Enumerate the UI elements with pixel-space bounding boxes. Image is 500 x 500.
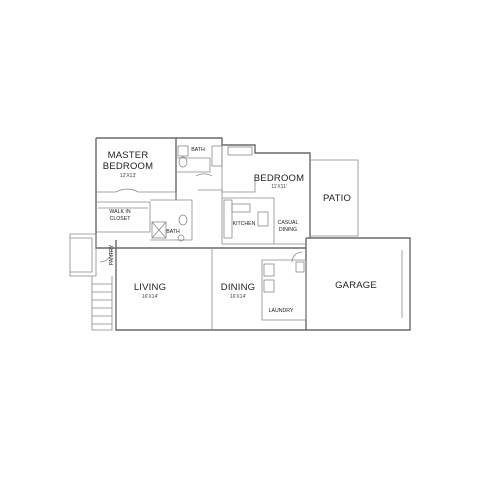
garage-label: GARAGE xyxy=(335,280,377,291)
bath-top-label: BATH xyxy=(191,147,205,153)
exterior-walls xyxy=(69,137,411,331)
interior-walls xyxy=(96,145,307,330)
living-dimensions: 16'X14' xyxy=(142,294,158,300)
bath-lower-label: BATH xyxy=(166,229,180,235)
walk-in-closet-label-line1: WALK IN xyxy=(109,209,130,215)
pantry-label: PANTRY xyxy=(109,244,115,265)
patio-label: PATIO xyxy=(323,193,351,204)
bedroom-label: BEDROOM xyxy=(254,173,305,184)
living-label: LIVING xyxy=(134,282,166,293)
master-bedroom-dimensions: 12'X13' xyxy=(120,173,136,179)
kitchen-label: KITCHEN xyxy=(233,221,256,227)
casual-dining-label-line1: CASUAL xyxy=(278,220,299,226)
casual-dining-label-line2: DINING xyxy=(279,227,297,233)
laundry-label: LAUNDRY xyxy=(269,308,294,314)
master-bedroom-label-line2: BEDROOM xyxy=(103,161,154,172)
dining-dimensions: 16'X14' xyxy=(230,294,246,300)
dining-label: DINING xyxy=(221,282,255,293)
bedroom-dimensions: 11'X11' xyxy=(271,184,287,190)
walk-in-closet-label-line2: CLOSET xyxy=(110,216,132,222)
room-labels: MASTER BEDROOM 12'X13' BATH BEDROOM 11'X… xyxy=(103,147,377,314)
fixtures xyxy=(91,145,305,331)
master-bedroom-label-line1: MASTER xyxy=(108,150,149,161)
